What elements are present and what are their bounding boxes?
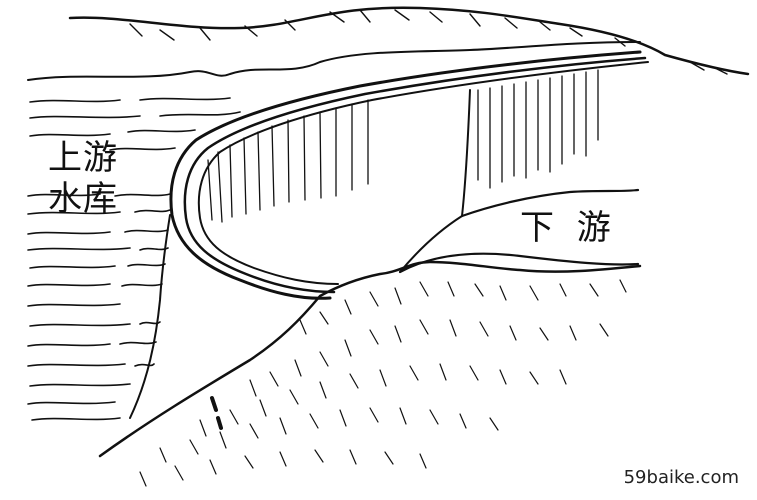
downstream-left-bank bbox=[399, 215, 463, 273]
downstream-bank-upper bbox=[460, 188, 640, 218]
upper-ridge-line bbox=[68, 6, 750, 76]
lower-rock-hatching bbox=[139, 279, 627, 487]
downstream-label: 下 游 bbox=[520, 208, 617, 248]
downstream-bank-lower bbox=[398, 252, 640, 274]
watermark: 59baike.com bbox=[623, 467, 739, 488]
dam-crest-inner-2 bbox=[197, 61, 649, 285]
shoreline bbox=[27, 41, 641, 81]
upstream-label-line1: 上游 bbox=[48, 138, 118, 178]
dam-upstream-edge bbox=[129, 214, 171, 419]
upper-ridge-hatching bbox=[129, 9, 728, 75]
dam-crest-outer bbox=[169, 50, 642, 300]
dam-crest-inner-1 bbox=[183, 56, 647, 294]
rock-dark-mark bbox=[210, 396, 223, 430]
lower-rock-outline bbox=[98, 260, 642, 458]
upstream-reservoir-label: 上游 水库 bbox=[48, 138, 118, 220]
dam-face-hatching bbox=[207, 69, 599, 223]
dam-face-right-edge bbox=[461, 89, 471, 217]
water-lines bbox=[27, 97, 241, 421]
upstream-label-line2: 水库 bbox=[48, 178, 118, 219]
